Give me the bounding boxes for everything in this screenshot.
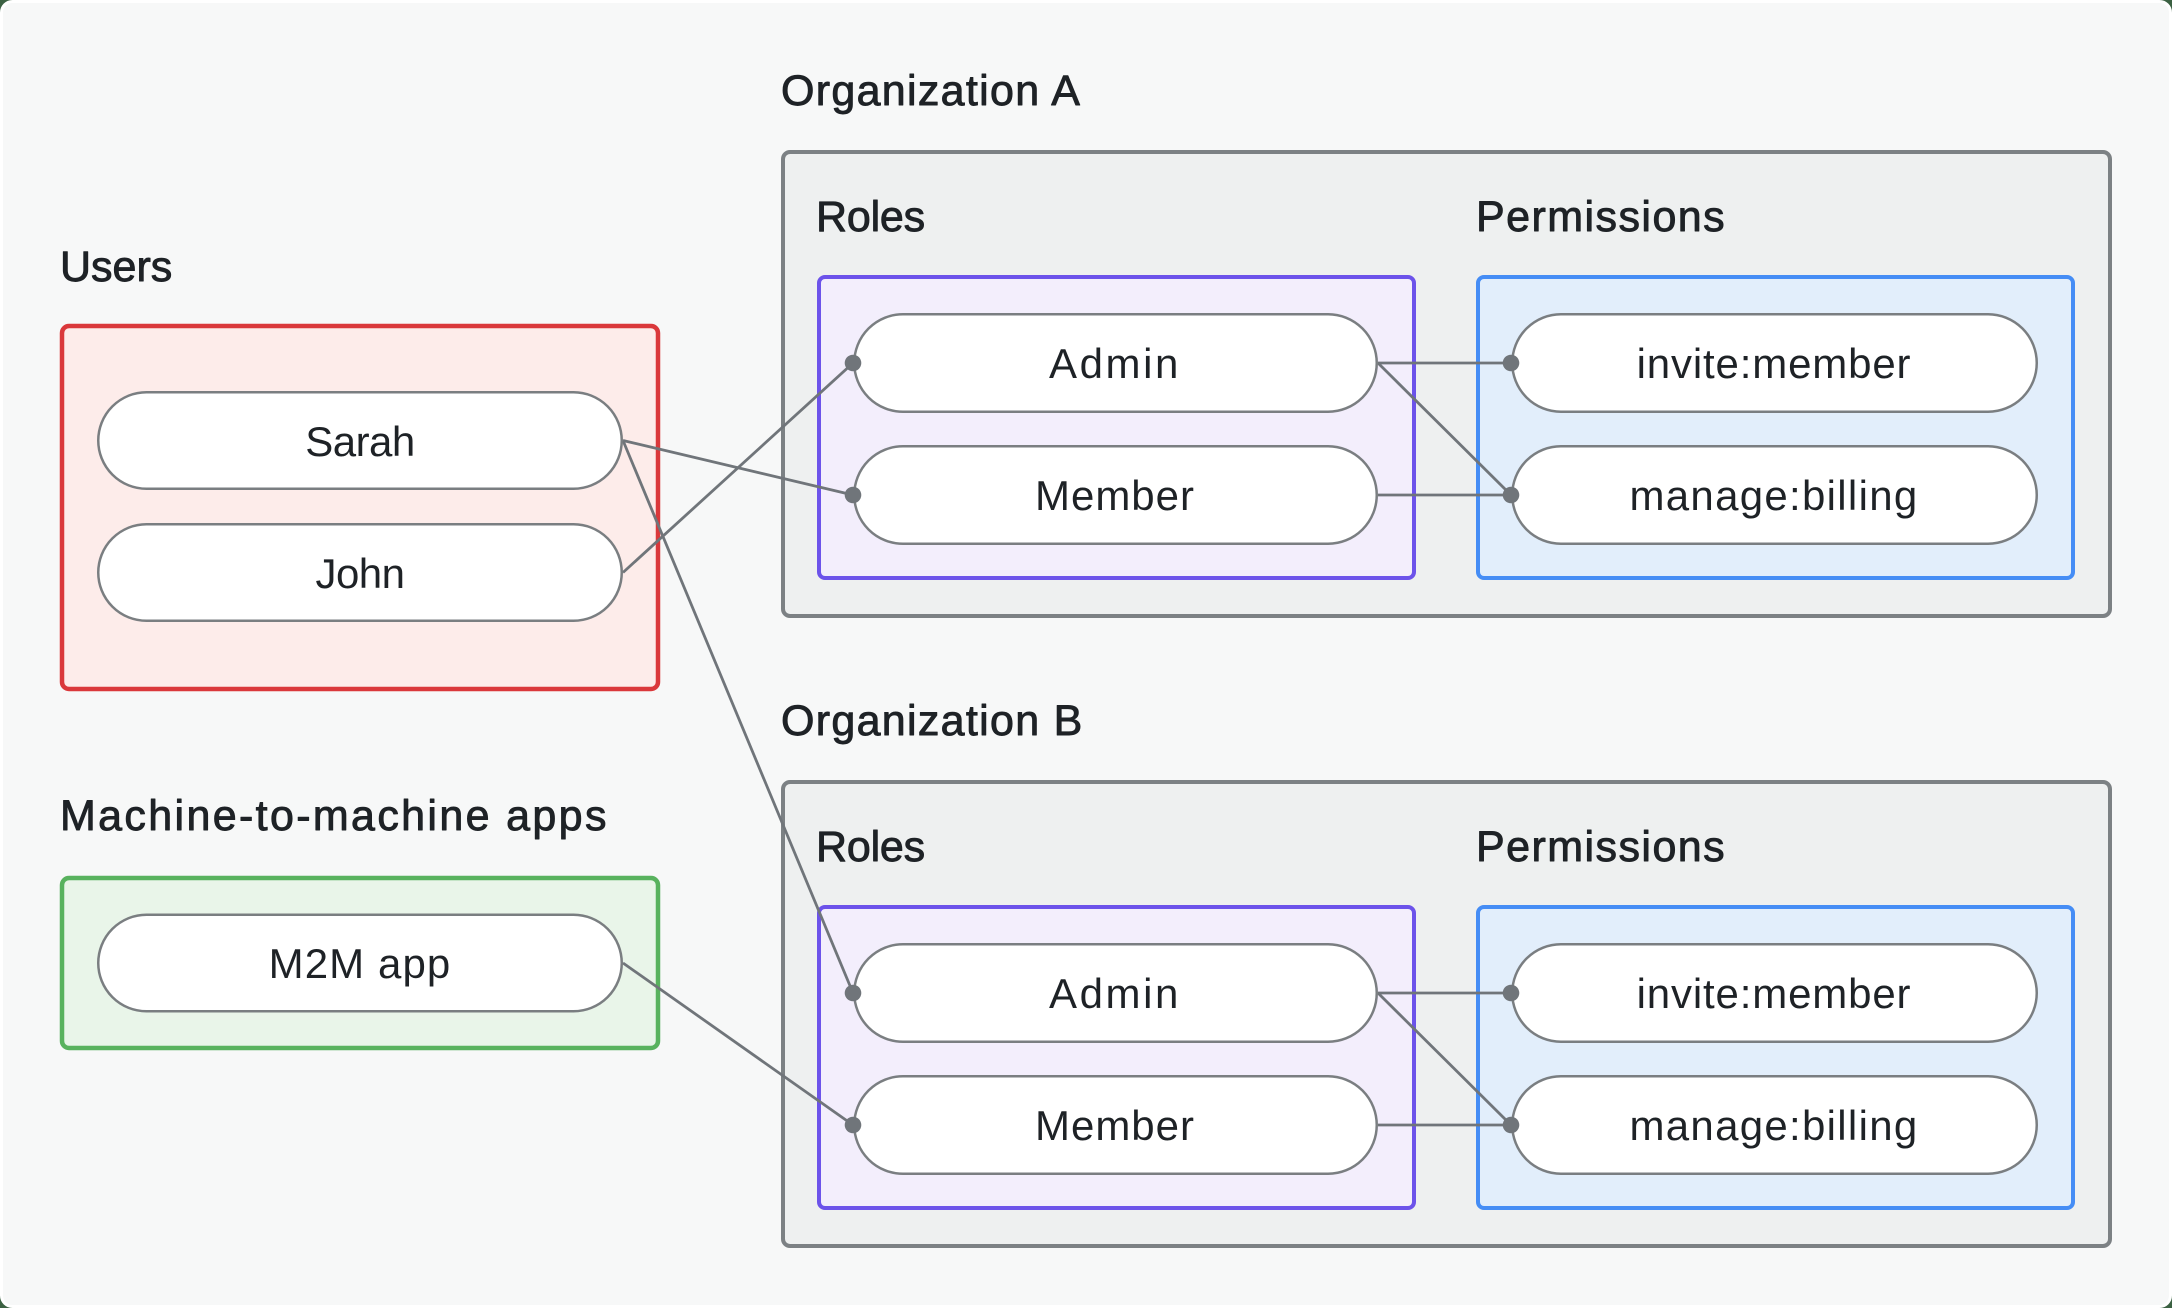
- svg-text:John: John: [315, 550, 404, 597]
- svg-text:Organization B: Organization B: [781, 697, 1084, 745]
- svg-text:Roles: Roles: [816, 193, 925, 241]
- svg-text:Permissions: Permissions: [1476, 193, 1726, 241]
- svg-text:Member: Member: [1035, 1102, 1195, 1149]
- svg-text:manage:billing: manage:billing: [1629, 472, 1918, 519]
- svg-text:Sarah: Sarah: [305, 418, 415, 465]
- svg-text:Roles: Roles: [816, 823, 925, 871]
- svg-text:Admin: Admin: [1049, 970, 1181, 1017]
- svg-text:Permissions: Permissions: [1476, 823, 1726, 871]
- svg-text:manage:billing: manage:billing: [1629, 1102, 1918, 1149]
- svg-text:M2M app: M2M app: [269, 940, 452, 987]
- svg-text:Member: Member: [1035, 472, 1195, 519]
- svg-text:invite:member: invite:member: [1637, 970, 1912, 1017]
- svg-text:Admin: Admin: [1049, 340, 1181, 387]
- svg-text:Users: Users: [60, 243, 172, 291]
- svg-text:Organization A: Organization A: [781, 67, 1081, 115]
- svg-text:Machine-to-machine apps: Machine-to-machine apps: [60, 792, 609, 840]
- svg-text:invite:member: invite:member: [1637, 340, 1912, 387]
